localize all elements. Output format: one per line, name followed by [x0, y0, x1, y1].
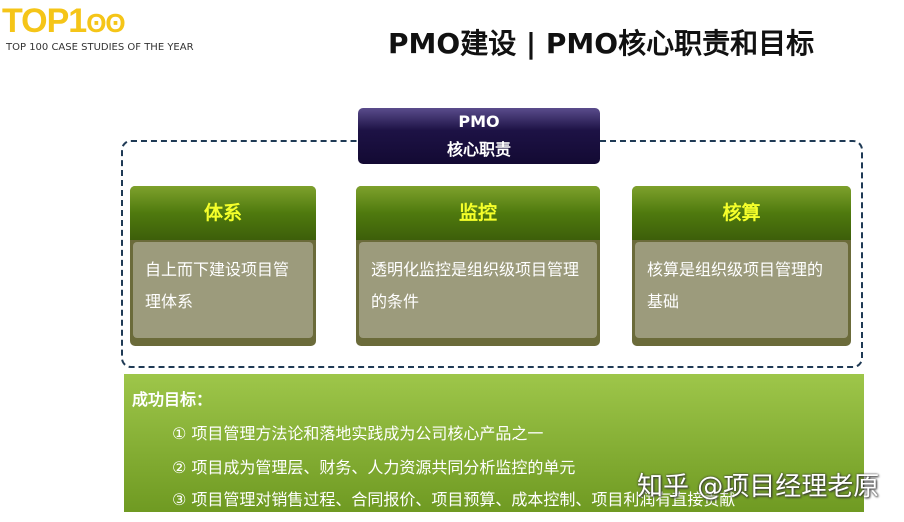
card-title: 核算: [632, 186, 851, 240]
card-title: 监控: [356, 186, 600, 240]
card-body: 透明化监控是组织级项目管理的条件: [359, 242, 597, 338]
logo-subtitle: TOP 100 CASE STUDIES OF THE YEAR: [6, 42, 194, 53]
card-body: 自上而下建设项目管理体系: [133, 242, 313, 338]
core-duties-label: 核心职责: [446, 140, 511, 159]
page-title: PMO建设 | PMO核心职责和目标: [388, 27, 815, 60]
goals-heading: 成功目标：: [132, 390, 213, 409]
goal-item: ③ 项目管理对销售过程、合同报价、项目预算、成本控制、项目利润有直接贡献: [172, 490, 736, 509]
card-title: 体系: [130, 186, 316, 240]
pmo-label: PMO: [458, 112, 500, 131]
logo: TOP1ʘʘ: [2, 2, 126, 41]
card-system: 体系 自上而下建设项目管理体系: [130, 186, 316, 346]
logo-text: TOP1: [2, 2, 87, 40]
watermark: 知乎 @项目经理老原: [637, 472, 880, 502]
eyes-icon: ʘʘ: [86, 8, 125, 38]
goal-item: ② 项目成为管理层、财务、人力资源共同分析监控的单元: [172, 458, 576, 477]
card-accounting: 核算 核算是组织级项目管理的基础: [632, 186, 851, 346]
card-body: 核算是组织级项目管理的基础: [635, 242, 848, 338]
goal-item: ① 项目管理方法论和落地实践成为公司核心产品之一: [172, 424, 544, 443]
card-monitoring: 监控 透明化监控是组织级项目管理的条件: [356, 186, 600, 346]
success-goals-box: 成功目标： ① 项目管理方法论和落地实践成为公司核心产品之一 ② 项目成为管理层…: [124, 374, 864, 512]
pmo-core-box: PMO 核心职责: [358, 108, 600, 164]
